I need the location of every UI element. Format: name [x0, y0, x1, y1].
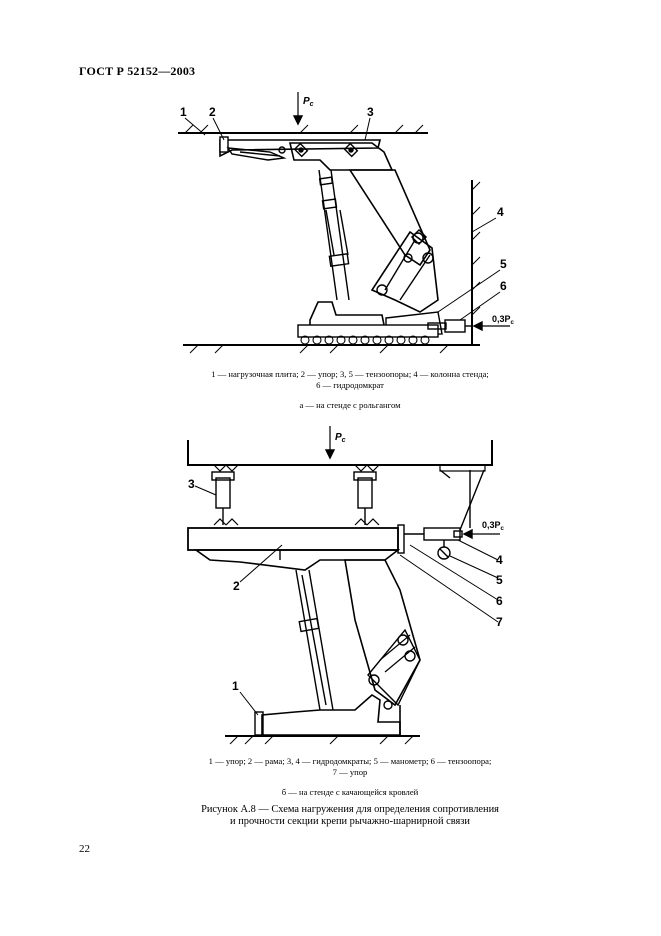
figure-a-legend: 1 — нагрузочная плита; 2 — упор; 3, 5 — …: [170, 369, 530, 391]
fig-b-num-7: 7: [496, 615, 503, 629]
fig-b-num-2: 2: [233, 579, 240, 593]
fig-a-num-2: 2: [209, 105, 216, 119]
figure-a-legend-line1: 1 — нагрузочная плита; 2 — упор; 3, 5 — …: [211, 369, 489, 379]
fig-b-num-5: 5: [496, 573, 503, 587]
fig-a-num-6: 6: [500, 279, 507, 293]
column-hatch-a: [471, 181, 481, 316]
figure-caption-line2: и прочности секции крепи рычажно-шарнирн…: [230, 816, 470, 827]
fig-b-num-6: 6: [496, 594, 503, 608]
fig-a-num-5: 5: [500, 257, 507, 271]
figure-caption-line1: Рисунок А.8 — Схема нагружения для опред…: [201, 804, 499, 815]
figure-a-drawing: [178, 92, 510, 354]
document-header: ГОСТ Р 52152—2003: [79, 64, 196, 78]
floor-hatch-a: [189, 344, 449, 354]
figure-b-subcaption: б — на стенде с качающейся кровлей: [281, 787, 419, 797]
figure-b-legend-line2: 7 — упор: [332, 767, 368, 777]
ceiling-hatch-a: [184, 124, 424, 134]
fig-a-num-3: 3: [367, 105, 374, 119]
fig-a-num-4: 4: [497, 205, 504, 219]
figure-b-drawing: [187, 426, 500, 745]
figure-b-legend: 1 — упор; 2 — рама; 3, 4 — гидродомкраты…: [170, 756, 530, 778]
fig-a-num-1: 1: [180, 105, 187, 119]
floor-hatch-b: [229, 735, 414, 745]
fig-b-num-3: 3: [188, 477, 195, 491]
figure-b-legend-line1: 1 — упор; 2 — рама; 3, 4 — гидродомкраты…: [208, 756, 492, 766]
fig-b-num-1: 1: [232, 679, 239, 693]
fig-b-load-label: Pc: [335, 432, 346, 444]
figure-a-legend-line2: 6 — гидродомкрат: [316, 380, 384, 390]
fig-a-load-label: Pc: [303, 96, 314, 108]
figure-a-subcaption: а — на стенде с рольгангом: [299, 400, 401, 410]
top-pads-b: [213, 464, 486, 472]
fig-b-side-force-label: 0,3Pc: [482, 520, 505, 532]
figure-a-labels: 1 2 3 4 5 6 Pc 0,3Pc: [180, 96, 515, 326]
fig-b-num-4: 4: [496, 553, 503, 567]
page-number: 22: [79, 843, 90, 855]
figure-b-labels: 1 2 3 4 5 6 7 Pc 0,3Pc: [188, 432, 505, 693]
figure-caption: Рисунок А.8 — Схема нагружения для опред…: [130, 804, 570, 828]
fig-a-side-force-label: 0,3Pc: [492, 314, 515, 326]
